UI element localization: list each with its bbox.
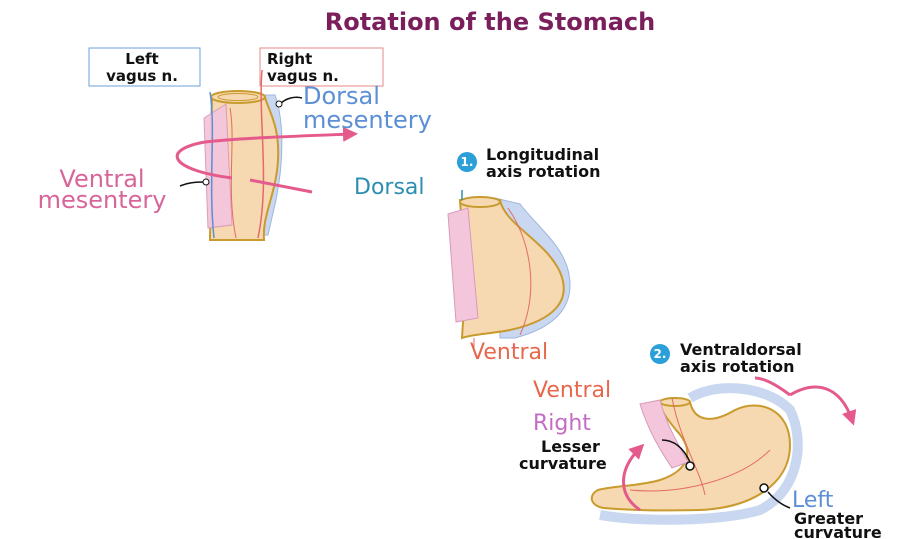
greater-curvature-label-2: curvature: [794, 523, 882, 539]
dorsal-label: Dorsal: [354, 175, 425, 200]
lesser-curvature-label-2: curvature: [519, 454, 607, 473]
page-title: Rotation of the Stomach: [325, 8, 656, 36]
greater-curvature-marker: [760, 484, 768, 492]
step-2-number: 2.: [654, 347, 667, 361]
right-vagus-label-1: Right: [267, 50, 312, 68]
step-2-line-2: axis rotation: [680, 357, 795, 376]
left-vagus-label-2: vagus n.: [106, 67, 178, 85]
ventral-mesentery-label-2: mesentery: [38, 186, 167, 214]
rotation-arrow-2b: [790, 387, 852, 420]
ventral-mid-label: Ventral: [470, 340, 548, 365]
tube-opening: [211, 91, 265, 103]
ventral-bottom-label: Ventral: [533, 378, 611, 403]
step-1-line-2: axis rotation: [486, 162, 601, 181]
lesser-curvature-marker: [686, 462, 694, 470]
right-label: Right: [533, 411, 591, 436]
stage-2-tube: [448, 190, 570, 352]
step-1-number: 1.: [461, 155, 474, 169]
dorsal-mesentery-label-2: mesentery: [303, 106, 432, 134]
left-vagus-label-1: Left: [125, 50, 158, 68]
